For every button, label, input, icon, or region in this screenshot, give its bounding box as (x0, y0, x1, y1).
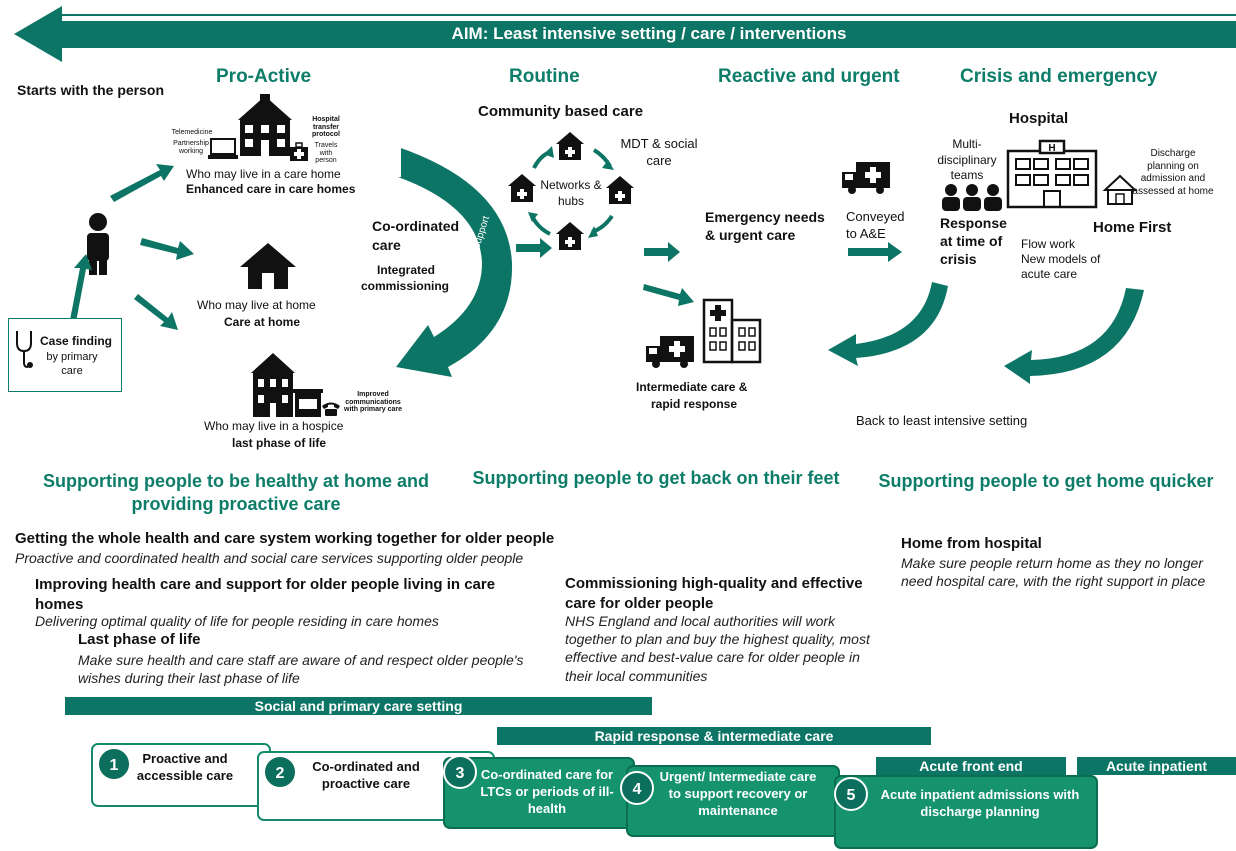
travels-label: Travels with person (314, 142, 338, 165)
networks-cycle-icon (508, 132, 634, 250)
hospital-protocol-label: Hospital transfer protocol (312, 116, 340, 139)
emergency-label: Emergency needs & urgent care (705, 209, 825, 244)
step-1-number: 1 (97, 747, 131, 781)
case-finding-box: Case finding by primary care (8, 318, 122, 392)
phase-proactive: Pro-Active (216, 66, 312, 87)
back-label: Back to least intensive setting (856, 413, 1028, 428)
phase-crisis: Crisis and emergency (960, 66, 1158, 87)
svg-text:H: H (1048, 143, 1055, 154)
reactive-arrows (643, 242, 694, 306)
step-1-label: Proactive and accessible care (136, 751, 234, 783)
intermediate-line2: rapid response (651, 397, 738, 411)
aim-banner-label: AIM: Least intensive setting / care / in… (451, 24, 847, 43)
person-icon (87, 213, 109, 275)
home-line1: Who may live at home (197, 298, 316, 312)
step-3-label: Co-ordinated care for LTCs or periods of… (480, 767, 614, 816)
care-homes-desc: Delivering optimal quality of life for p… (35, 613, 439, 629)
whole-system-title: Getting the whole health and care system… (15, 530, 555, 547)
step-4-box: 4 Urgent/ Intermediate care to support r… (620, 765, 840, 837)
hospital-icon: H (1006, 139, 1098, 209)
return-curve-arrows (828, 282, 1144, 384)
phase-routine: Routine (509, 66, 580, 87)
care-home-line1: Who may live in a care home (186, 167, 341, 181)
support-feet-heading: Supporting people to get back on their f… (472, 468, 840, 488)
medical-bag-icon (290, 142, 308, 161)
mdt-label: MDT & social care (620, 136, 698, 168)
routine-arrow (516, 238, 552, 258)
step-3-number: 3 (443, 755, 477, 789)
step-4-label: Urgent/ Intermediate care to support rec… (659, 769, 817, 818)
intermediate-line1: Intermediate care & (636, 380, 748, 394)
care-home-icon (238, 94, 292, 156)
home-from-hospital-title: Home from hospital (901, 535, 1042, 552)
conveyed-arrow (848, 242, 902, 262)
commissioning-label: commissioning (361, 279, 450, 293)
flow-work-label: Flow work (1021, 237, 1076, 251)
whole-system-desc: Proactive and coordinated health and soc… (15, 550, 524, 566)
new-models-label: New models of acute care (1021, 252, 1101, 281)
ambulance-icon (646, 336, 694, 368)
conveyed-line1: Conveyed (846, 209, 905, 224)
home-from-hospital-desc: Make sure people return home as they no … (901, 555, 1206, 590)
case-finding-title: Case finding (40, 334, 113, 348)
coordinated-line1: Co-ordinated (372, 218, 460, 234)
band-social: Social and primary care setting (65, 697, 652, 715)
home-line2: Care at home (224, 315, 301, 329)
step-2-number: 2 (263, 755, 297, 789)
hospice-line2: last phase of life (232, 436, 327, 450)
improved-comms-label: Improved communications with primary car… (344, 391, 402, 414)
coordinated-curve-arrow (396, 147, 513, 377)
support-quicker-heading: Supporting people to get home quicker (878, 471, 1214, 491)
phase-reactive: Reactive and urgent (718, 66, 900, 87)
step-1-box: 1 Proactive and accessible care (91, 743, 271, 807)
house-icon (240, 243, 296, 289)
coordinated-line2: care (372, 237, 401, 253)
last-phase-desc: Make sure health and care staff are awar… (78, 652, 524, 687)
partnership-label: Partnership working (173, 140, 209, 155)
hospital-label: Hospital (1009, 110, 1069, 127)
step-2-label: Co-ordinated and proactive care (312, 759, 420, 791)
band-rapid: Rapid response & intermediate care (497, 727, 931, 745)
case-finding-sub: by primary care (46, 351, 98, 378)
commissioning-desc: NHS England and local authorities will w… (565, 613, 870, 684)
ambulance-small-icon (842, 162, 890, 194)
networks-label: Networks & hubs (540, 178, 602, 208)
flow-arrows (70, 164, 194, 330)
step-3-box: 3 Co-ordinated care for LTCs or periods … (443, 755, 635, 829)
band-acute-inpatient: Acute inpatient (1077, 757, 1236, 775)
response-label: Response at time of crisis (940, 215, 1007, 268)
community-care-label: Community based care (478, 103, 644, 120)
aim-arrow-icon (14, 6, 1236, 62)
care-homes-title: Improving health care and support for ol… (35, 576, 496, 613)
hospice-line1: Who may live in a hospice (204, 419, 344, 433)
starts-with-person: Starts with the person (17, 82, 165, 98)
clinic-icon (702, 298, 762, 364)
step-4-number: 4 (620, 771, 654, 805)
home-first-icon (1102, 174, 1138, 205)
hospice-icon (251, 353, 323, 417)
staff-icon (942, 184, 1002, 211)
home-first-label: Home First (1093, 219, 1172, 236)
laptop-icon (208, 138, 238, 159)
phone-icon (322, 402, 340, 416)
conveyed-line2: to A&E (846, 226, 886, 241)
integrated-label: Integrated (377, 263, 436, 277)
care-home-line2: Enhanced care in care homes (186, 182, 356, 196)
step-5-box: 5 Acute inpatient admissions with discha… (834, 775, 1098, 849)
commissioning-title: Commissioning high-quality and effective… (565, 575, 863, 612)
step-5-label: Acute inpatient admissions with discharg… (880, 787, 1080, 819)
stethoscope-icon (16, 331, 33, 368)
step-5-number: 5 (834, 777, 868, 811)
telemedicine-label: Telemedicine (171, 129, 213, 136)
multi-teams-label: Multi-disciplinary teams (937, 137, 997, 183)
support-home-heading: Supporting people to be healthy at home … (42, 471, 429, 515)
discharge-label: Discharge planning on admission and asse… (1132, 148, 1214, 197)
last-phase-title: Last phase of life (78, 631, 201, 648)
band-acute-front: Acute front end (876, 757, 1066, 775)
